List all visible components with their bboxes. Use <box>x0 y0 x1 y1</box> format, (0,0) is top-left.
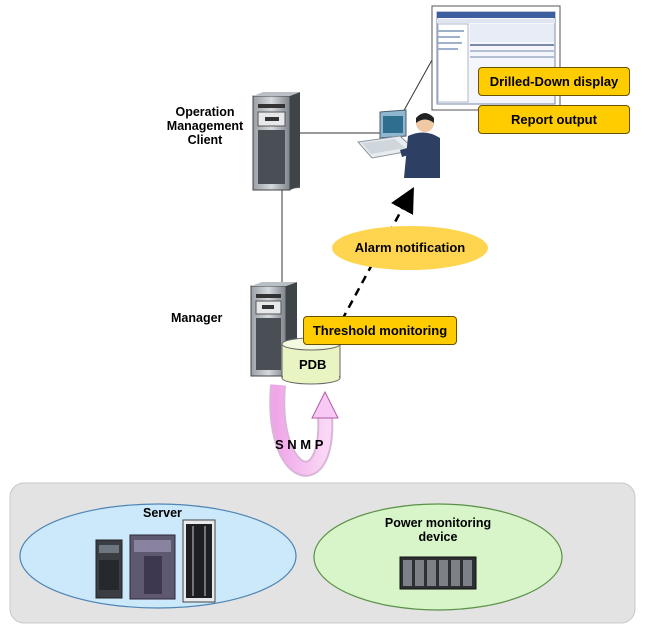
rack-server-icon <box>95 519 216 603</box>
tower-server-icon <box>252 92 300 191</box>
database-icon <box>281 337 341 385</box>
report-output-callout: Report output <box>478 105 630 134</box>
power-device-label: Power monitoring device <box>384 516 492 544</box>
power-rack-icon <box>399 556 477 590</box>
threshold-monitoring-callout: Threshold monitoring <box>303 316 457 345</box>
operation-client-label: Operation Management Client <box>166 105 244 147</box>
alarm-ellipse <box>332 226 488 270</box>
snmp-arrow <box>269 384 339 477</box>
pdb-label: PDB <box>299 357 327 372</box>
server-label: Server <box>143 506 182 520</box>
alarm-notification-label: Alarm notification <box>354 240 466 255</box>
drilled-down-callout: Drilled-Down display <box>478 67 630 96</box>
snmp-label: S N M P <box>275 437 324 452</box>
alarm-dashed-arrow <box>340 187 414 321</box>
manager-label: Manager <box>171 311 223 325</box>
operator-pc-icon <box>357 109 440 178</box>
